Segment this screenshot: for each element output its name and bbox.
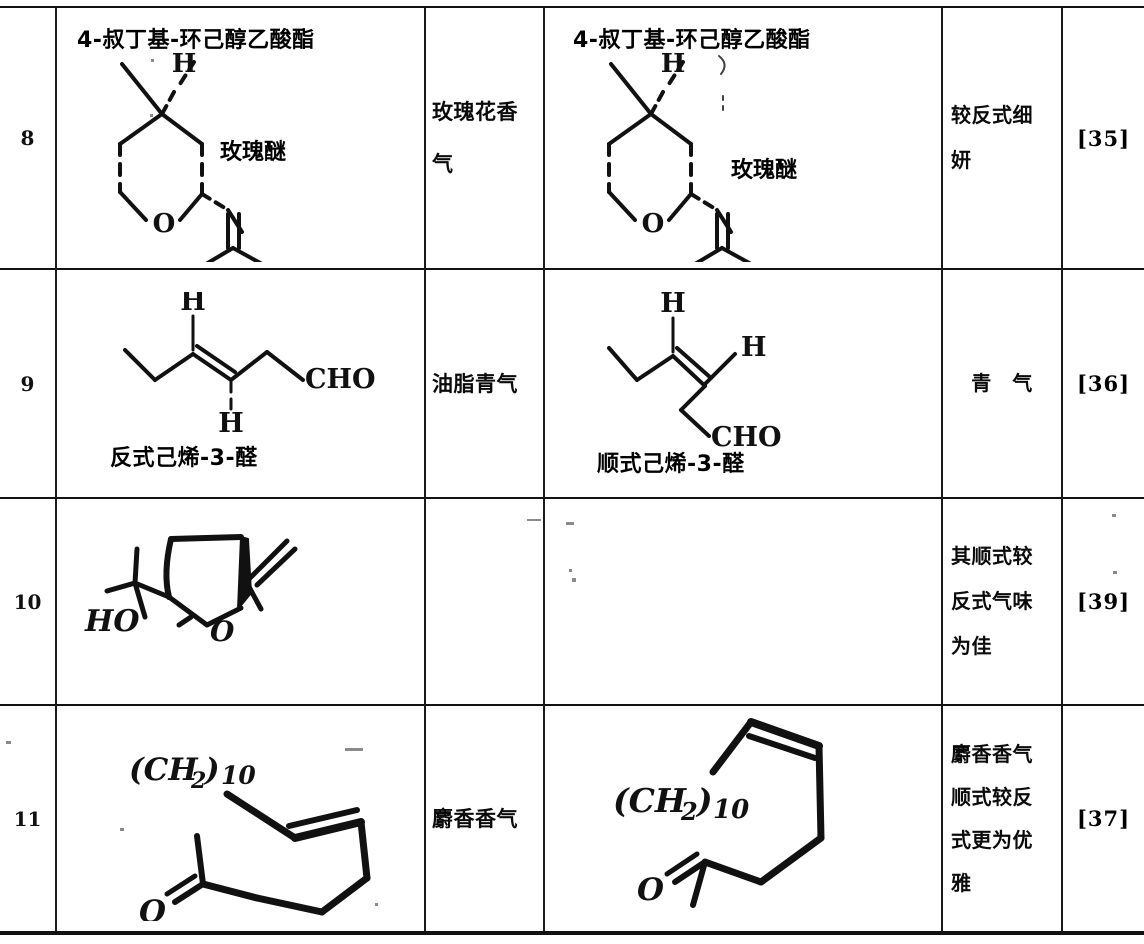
svg-text:2: 2 xyxy=(190,768,206,794)
reference-cell-11: [37] xyxy=(1076,806,1131,831)
scan-speck xyxy=(1112,514,1116,517)
svg-text:H: H xyxy=(180,292,206,317)
odor-line: 油脂青气 xyxy=(432,371,518,396)
scan-speck xyxy=(569,569,572,572)
note-line: 雅 xyxy=(951,870,972,895)
cis-3-hexenal-structure: H H CHO xyxy=(593,286,853,456)
col-divider-odor xyxy=(543,8,545,931)
col-divider-trans xyxy=(424,8,426,931)
row-divider-8-9 xyxy=(0,268,1144,270)
svg-text:10: 10 xyxy=(221,761,256,790)
odor-line: 气 xyxy=(432,152,454,176)
svg-text:): ) xyxy=(695,781,713,820)
note-cell-9: 青 气 xyxy=(943,270,1061,497)
scan-speck xyxy=(150,114,153,117)
svg-text:O: O xyxy=(210,615,235,648)
svg-text:HO: HO xyxy=(84,604,139,639)
svg-text:): ) xyxy=(203,752,220,788)
cis-civetone-structure: (CH 2 ) 10 O xyxy=(615,710,905,920)
col-divider-note xyxy=(1061,8,1063,931)
scan-speck xyxy=(375,903,378,906)
trans-3-hexenal-structure: H H CHO xyxy=(107,292,387,432)
reference-cell-8: [35] xyxy=(1076,125,1131,151)
note-line: 为佳 xyxy=(951,634,992,658)
rose-oxide-structure-cis: H O xyxy=(591,52,801,262)
svg-text:(CH: (CH xyxy=(129,752,199,788)
scan-speck xyxy=(1113,571,1117,574)
row-index-10: 10 xyxy=(13,589,42,614)
note-line: 反式气味 xyxy=(951,589,1033,613)
compound-name-trans-8: 4-叔丁基-环己醇乙酸酯 xyxy=(77,28,315,53)
scan-speck xyxy=(527,519,541,521)
cis-structure-cell-10 xyxy=(545,499,941,704)
row-divider-9-10 xyxy=(0,497,1144,499)
trans-structure-cell-8: 4-叔丁基-环己醇乙酸酯 xyxy=(57,8,424,268)
note-line: 青 气 xyxy=(971,371,1033,395)
svg-text:H: H xyxy=(661,52,686,79)
note-line: 麝香香气 xyxy=(951,741,1033,766)
note-line: 其顺式较 xyxy=(951,544,1033,568)
row-divider-10-11 xyxy=(0,704,1144,706)
linalool-oxide-structure: HO O xyxy=(73,513,373,693)
compound-name-cis-8: 4-叔丁基-环己醇乙酸酯 xyxy=(573,28,811,53)
odor-cell-10 xyxy=(426,499,543,704)
svg-text:H: H xyxy=(660,288,686,319)
table-bottom-border xyxy=(0,931,1144,935)
cis-structure-cell-8: 4-叔丁基-环己醇乙酸酯 xyxy=(545,8,941,268)
svg-text:O: O xyxy=(642,209,665,239)
scan-speck xyxy=(6,741,11,744)
odor-line: 玫瑰花香 xyxy=(432,100,518,124)
scan-speck xyxy=(345,748,363,751)
odor-cell-8: 玫瑰花香 气 xyxy=(426,8,543,268)
svg-text:10: 10 xyxy=(713,795,749,825)
note-line: 式更为优 xyxy=(951,827,1033,852)
compound-name-cis-9: 顺式己烯-3-醛 xyxy=(597,452,745,477)
trans-structure-cell-10: HO O xyxy=(57,499,424,704)
svg-text:2: 2 xyxy=(680,797,698,826)
note-line: 妍 xyxy=(951,148,972,172)
row-index-8: 8 xyxy=(20,126,35,150)
scan-speck xyxy=(566,522,574,525)
svg-text:H: H xyxy=(741,332,767,363)
odor-line: 麝香香气 xyxy=(432,806,518,831)
svg-text:O: O xyxy=(153,209,176,239)
svg-text:CHO: CHO xyxy=(305,364,376,395)
svg-text:CHO: CHO xyxy=(711,422,782,453)
trans-structure-cell-9: H H CHO 反式己烯-3-醛 xyxy=(57,270,424,497)
svg-text:(CH: (CH xyxy=(615,781,688,820)
structure-label-trans-8: 玫瑰醚 xyxy=(220,140,287,165)
odor-cell-11: 麝香香气 xyxy=(426,706,543,931)
table-top-border xyxy=(0,6,1144,8)
col-divider-cis xyxy=(941,8,943,931)
rose-oxide-structure-trans: H O xyxy=(102,52,302,262)
trans-structure-cell-11: (CH 2 ) 10 O xyxy=(57,706,424,931)
reference-cell-9: [36] xyxy=(1076,371,1131,396)
row-index-9: 9 xyxy=(20,371,35,396)
note-cell-8: 较反式细 妍 xyxy=(943,8,1061,268)
trans-civetone-structure: (CH 2 ) 10 O xyxy=(117,726,417,921)
note-cell-11: 麝香香气 顺式较反 式更为优 雅 xyxy=(943,706,1061,931)
comparison-table: 8 4-叔丁基-环己醇乙酸酯 xyxy=(0,6,1144,936)
note-cell-10: 其顺式较 反式气味 为佳 xyxy=(943,499,1061,704)
cis-structure-cell-11: (CH 2 ) 10 O xyxy=(545,706,941,931)
scan-speck xyxy=(151,59,154,62)
scan-speck xyxy=(120,828,124,831)
svg-text:H: H xyxy=(172,52,197,79)
col-divider-index xyxy=(55,8,57,931)
odor-cell-9: 油脂青气 xyxy=(426,270,543,497)
svg-text:O: O xyxy=(637,872,664,908)
note-line: 顺式较反 xyxy=(951,784,1033,809)
svg-text:O: O xyxy=(139,894,166,921)
reference-cell-10: [39] xyxy=(1076,589,1131,614)
cis-structure-cell-9: H H CHO 顺式己烯-3-醛 xyxy=(545,270,941,497)
structure-label-cis-8: 玫瑰醚 xyxy=(731,158,798,183)
scan-speck xyxy=(572,578,576,582)
svg-text:H: H xyxy=(218,408,244,432)
note-line: 较反式细 xyxy=(951,103,1033,127)
compound-name-trans-9: 反式己烯-3-醛 xyxy=(110,446,258,471)
row-index-11: 11 xyxy=(13,806,42,831)
